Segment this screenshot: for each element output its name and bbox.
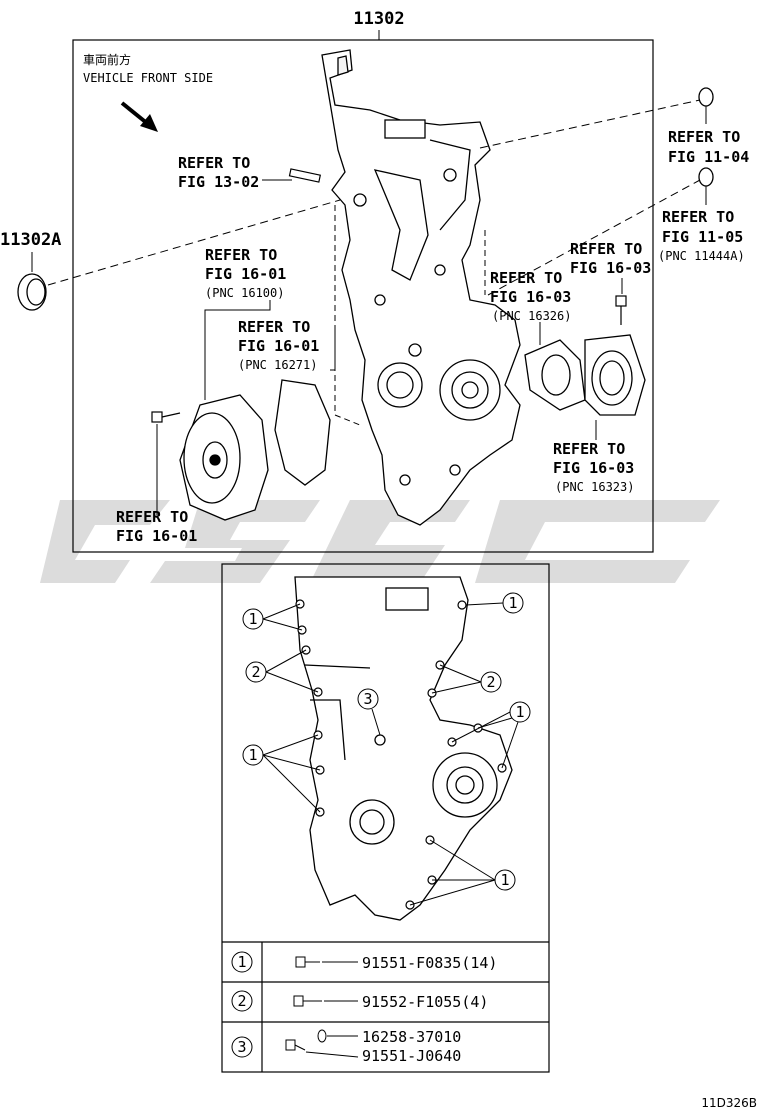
housing-bolt bbox=[615, 295, 627, 325]
svg-text:REFER TO: REFER TO bbox=[178, 154, 250, 172]
bolt-location-cover bbox=[294, 576, 513, 921]
callout-1-mid-right bbox=[451, 701, 531, 769]
ref-fig-16-01-pnc-16100: REFER TO FIG 16-01 (PNC 16100) bbox=[205, 246, 286, 300]
svg-text:2: 2 bbox=[237, 992, 246, 1010]
callout-1-mid-left-label: 1 bbox=[248, 746, 257, 764]
svg-text:FIG 11-04: FIG 11-04 bbox=[668, 148, 749, 166]
hex-bolt-icon bbox=[293, 995, 322, 1007]
svg-text:3: 3 bbox=[237, 1038, 246, 1056]
watermark-logo bbox=[40, 500, 720, 583]
thermostat-gasket bbox=[524, 339, 586, 411]
bolt-table bbox=[222, 941, 549, 1072]
svg-text:1: 1 bbox=[237, 953, 246, 971]
cover-dashed-box bbox=[334, 205, 486, 426]
hex-bolt-icon bbox=[285, 1039, 306, 1051]
svg-text:FIG 16-03: FIG 16-03 bbox=[553, 459, 634, 477]
callout-1-mid-left bbox=[242, 734, 321, 813]
bolt-table-row-3: 3 16258-37010 91551-J0640 bbox=[231, 1028, 461, 1065]
callout-1-bottom-right-label: 1 bbox=[500, 871, 509, 889]
stud-bolt bbox=[288, 168, 322, 183]
pump-gasket bbox=[274, 379, 331, 486]
svg-text:REFER TO: REFER TO bbox=[662, 208, 734, 226]
o-ring-upper bbox=[698, 87, 714, 107]
callout-2-right bbox=[431, 664, 502, 694]
ref-fig-16-03-pnc-16323: REFER TO FIG 16-03 (PNC 16323) bbox=[553, 440, 634, 494]
cover-dashed-lower bbox=[487, 179, 701, 296]
direction-note-jp: 車両前方 bbox=[83, 52, 131, 67]
side-part-number: 11302A bbox=[0, 230, 61, 250]
svg-text:91552-F1055(4): 91552-F1055(4) bbox=[362, 993, 488, 1011]
gasket-leader bbox=[330, 330, 336, 371]
cover-dashed-upper bbox=[479, 99, 701, 149]
svg-text:91551-F0835(14): 91551-F0835(14) bbox=[362, 954, 497, 972]
ref-fig-16-03-bolt: REFER TO FIG 16-03 bbox=[570, 240, 651, 277]
callout-2-left bbox=[245, 649, 319, 693]
callout-1-top-left bbox=[242, 603, 303, 631]
ref-fig-16-01-bolt: REFER TO FIG 16-01 bbox=[116, 508, 197, 545]
hex-bolt-icon bbox=[295, 956, 320, 968]
oil-seal bbox=[17, 273, 47, 311]
svg-text:FIG 16-01: FIG 16-01 bbox=[238, 337, 319, 355]
bolt-location-frame bbox=[221, 563, 550, 1073]
svg-text:(PNC 16326): (PNC 16326) bbox=[492, 309, 571, 323]
water-pump bbox=[179, 394, 269, 521]
bolt-table-row-1: 1 91551-F0835(14) bbox=[231, 951, 497, 973]
svg-text:(PNC 16271): (PNC 16271) bbox=[238, 358, 317, 372]
callout-3-label: 3 bbox=[363, 690, 372, 708]
svg-text:(PNC 11444A): (PNC 11444A) bbox=[658, 249, 745, 263]
timing-cover bbox=[321, 49, 521, 526]
pump-bolt bbox=[151, 411, 181, 423]
callout-2-left-label: 2 bbox=[251, 663, 260, 681]
svg-text:REFER TO: REFER TO bbox=[570, 240, 642, 258]
thermostat-housing bbox=[584, 334, 646, 416]
svg-text:FIG 11-05: FIG 11-05 bbox=[662, 228, 743, 246]
svg-text:FIG 16-03: FIG 16-03 bbox=[570, 259, 651, 277]
svg-text:(PNC 16100): (PNC 16100) bbox=[205, 286, 284, 300]
diagram-code: 11D326B bbox=[701, 1096, 757, 1110]
svg-text:REFER TO: REFER TO bbox=[490, 269, 562, 287]
svg-text:16258-37010: 16258-37010 bbox=[362, 1028, 461, 1046]
washer-icon bbox=[317, 1029, 327, 1043]
direction-note-en: VEHICLE FRONT SIDE bbox=[83, 71, 213, 85]
callout-1-bottom-right bbox=[409, 839, 516, 906]
ref-fig-16-01-pnc-16271: REFER TO FIG 16-01 (PNC 16271) bbox=[238, 318, 319, 372]
o-ring-lower bbox=[698, 167, 714, 187]
svg-text:(PNC 16323): (PNC 16323) bbox=[555, 480, 634, 494]
top-part-number: 11302 bbox=[353, 9, 404, 29]
pump-leader bbox=[204, 300, 271, 400]
svg-text:REFER TO: REFER TO bbox=[116, 508, 188, 526]
callout-1-top-right bbox=[465, 592, 524, 614]
front-direction-arrow-icon bbox=[120, 101, 158, 132]
seal-dashed-line bbox=[47, 199, 341, 286]
ref-fig-13-02: REFER TO FIG 13-02 bbox=[178, 154, 259, 191]
svg-text:FIG 16-01: FIG 16-01 bbox=[205, 265, 286, 283]
svg-text:REFER TO: REFER TO bbox=[205, 246, 277, 264]
svg-text:FIG 13-02: FIG 13-02 bbox=[178, 173, 259, 191]
callout-2-right-label: 2 bbox=[486, 673, 495, 691]
ref-fig-16-03-pnc-16326: REFER TO FIG 16-03 (PNC 16326) bbox=[490, 269, 571, 323]
svg-text:REFER TO: REFER TO bbox=[668, 128, 740, 146]
svg-text:91551-J0640: 91551-J0640 bbox=[362, 1047, 461, 1065]
ref-fig-11-05: REFER TO FIG 11-05 (PNC 11444A) bbox=[658, 208, 745, 263]
callout-1-top-left-label: 1 bbox=[248, 610, 257, 628]
callout-1-mid-right-label: 1 bbox=[515, 703, 524, 721]
top-group-frame bbox=[72, 39, 654, 553]
bolt-table-row-2: 2 91552-F1055(4) bbox=[231, 990, 488, 1012]
svg-text:REFER TO: REFER TO bbox=[553, 440, 625, 458]
callout-1-top-right-label: 1 bbox=[508, 594, 517, 612]
callout-3 bbox=[357, 688, 381, 736]
svg-text:FIG 16-01: FIG 16-01 bbox=[116, 527, 197, 545]
svg-text:REFER TO: REFER TO bbox=[238, 318, 310, 336]
svg-text:FIG 16-03: FIG 16-03 bbox=[490, 288, 571, 306]
ref-fig-11-04: REFER TO FIG 11-04 bbox=[668, 128, 749, 166]
